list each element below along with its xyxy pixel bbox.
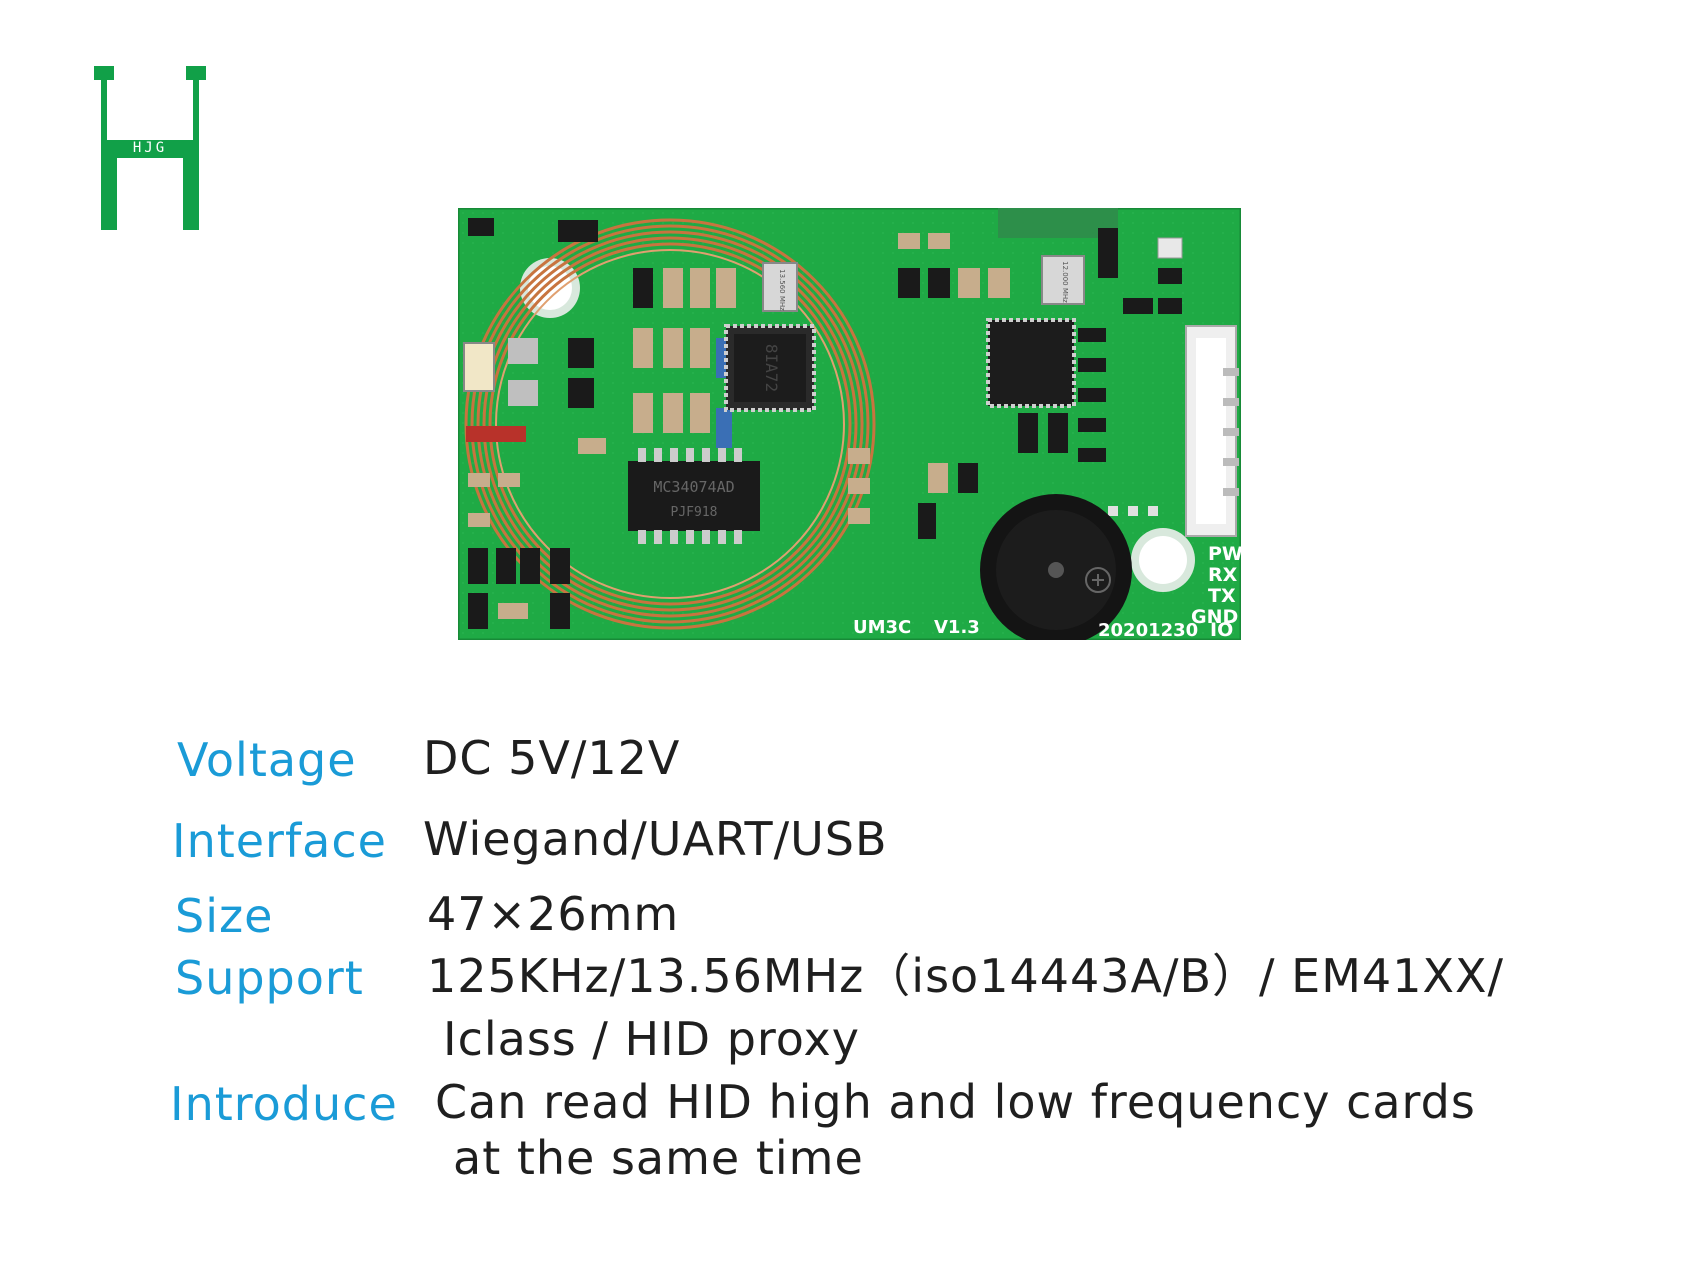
brand-logo: HJG <box>94 66 206 230</box>
spec-support-value-line2: Iclass / HID proxy <box>443 1012 860 1066</box>
logo-h-mark <box>94 66 206 230</box>
spec-interface-label: Interface <box>172 814 387 868</box>
spec-support-value: 125KHz/13.56MHz（iso14443A/B）/ EM41XX/ <box>427 949 1504 1003</box>
pin-label-tx: TX <box>1208 585 1236 607</box>
spec-voltage-value: DC 5V/12V <box>423 731 681 785</box>
pin-label-rx: RX <box>1208 564 1238 586</box>
op-amp-ic: MC34074AD PJF918 <box>628 448 760 544</box>
pin-label-pw: PW <box>1208 543 1241 565</box>
svg-text:PJF918: PJF918 <box>671 505 718 520</box>
svg-text:13.560 MHz: 13.560 MHz <box>778 269 786 311</box>
crystal-oscillator-right: 12.000 MHz <box>1041 255 1085 305</box>
spec-introduce-value-line2: at the same time <box>453 1131 864 1185</box>
silkscreen-model: UM3C <box>853 617 911 638</box>
spec-interface-value: Wiegand/UART/USB <box>423 812 888 866</box>
spec-size-label: Size <box>175 889 274 943</box>
crystal-oscillator-left: 13.560 MHz <box>762 262 798 312</box>
rfid-reader-board: 13.560 MHz 8IA72 MC34074AD PJF918 <box>458 208 1241 640</box>
test-pads <box>1108 506 1158 516</box>
mounting-hole-bottom-right <box>1131 528 1195 592</box>
pin-label-gnd: GND <box>1191 606 1238 628</box>
spec-introduce-label: Introduce <box>170 1077 398 1131</box>
spec-introduce-value: Can read HID high and low frequency card… <box>435 1075 1476 1129</box>
svg-text:MC34074AD: MC34074AD <box>653 478 734 496</box>
spec-voltage-label: Voltage <box>177 733 357 787</box>
buzzer <box>980 494 1132 640</box>
smd-components-right <box>848 228 1183 539</box>
smd-components-center <box>568 268 736 454</box>
antenna-coil <box>464 218 876 630</box>
mcu-chip-right <box>986 318 1076 408</box>
spec-support-label: Support <box>175 951 364 1005</box>
rfid-chip-center: 8IA72 <box>724 324 816 412</box>
pin-label-io: IO <box>1210 619 1233 640</box>
silkscreen-version: V1.3 <box>934 617 980 638</box>
silkscreen-date: 20201230 <box>1098 620 1198 640</box>
smd-components-left <box>463 218 598 629</box>
logo-lettering: HJG <box>133 140 167 156</box>
spec-size-value: 47×26mm <box>427 887 680 941</box>
svg-text:12.000 MHz: 12.000 MHz <box>1061 261 1069 303</box>
svg-text:8IA72: 8IA72 <box>762 344 781 392</box>
pin-header-connector <box>1185 325 1239 537</box>
